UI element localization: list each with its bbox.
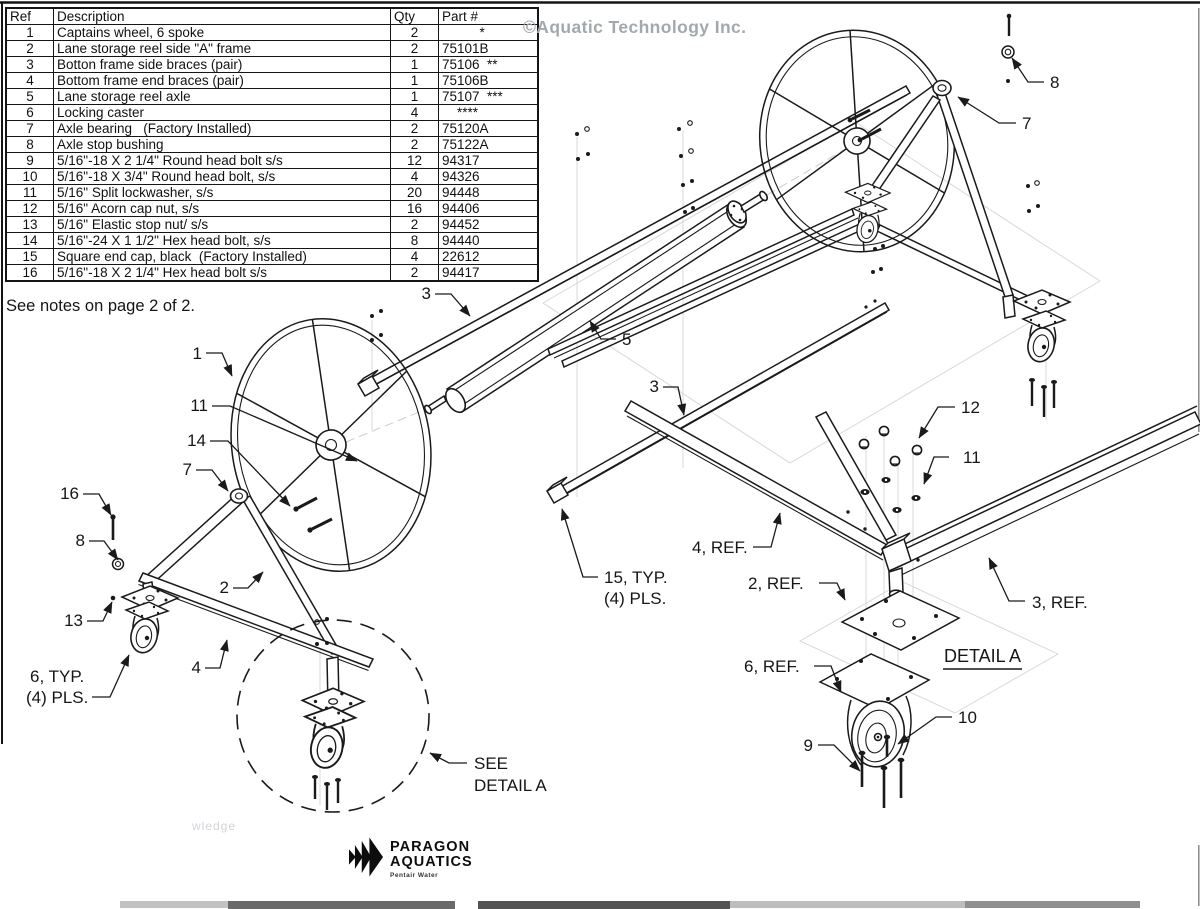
paragon-aquatics-logo: PARAGON AQUATICS Pentair Water bbox=[349, 835, 473, 879]
part-description: 5/16" Split lockwasher, s/s bbox=[53, 184, 391, 201]
part-ref: 10 bbox=[5, 168, 54, 185]
logo-tagline: Pentair Water bbox=[390, 872, 439, 879]
callout-3-lower: 3 bbox=[650, 377, 659, 396]
see-detail-line1: SEE bbox=[474, 754, 508, 773]
callout-leader-lines bbox=[83, 57, 1044, 772]
logo-name-line1: PARAGON bbox=[390, 839, 471, 855]
detail-a-view bbox=[623, 399, 1200, 808]
right-frame-bottom-bars bbox=[547, 207, 1036, 369]
callout-6-pls: (4) PLS. bbox=[26, 688, 88, 707]
scan-edge bbox=[965, 901, 1140, 908]
part-number: 75107 *** bbox=[438, 88, 539, 105]
scan-edge bbox=[228, 901, 455, 909]
side-a-frame-right bbox=[844, 79, 1071, 365]
callout-11: 11 bbox=[190, 396, 208, 415]
part-ref: 15 bbox=[5, 248, 54, 265]
part-description: 5/16" Acorn cap nut, s/s bbox=[53, 200, 391, 217]
part-number: 22612 bbox=[438, 248, 539, 265]
callout-15-typ: 15, TYP. bbox=[604, 568, 668, 587]
part-description: Bottom frame end braces (pair) bbox=[53, 72, 391, 89]
scan-artifact-text: wledge bbox=[192, 819, 237, 833]
callout-7-right: 7 bbox=[1022, 114, 1031, 133]
callout-2-ref: 2, REF. bbox=[748, 574, 804, 593]
callout-6-typ: 6, TYP. bbox=[30, 667, 84, 686]
part-description: 5/16"-18 X 3/4" Round head bolt, s/s bbox=[53, 168, 391, 185]
callout-13: 13 bbox=[64, 611, 83, 630]
callout-4: 4 bbox=[192, 658, 201, 677]
part-description: 5/16"-24 X 1 1/2" Hex head bolt, s/s bbox=[53, 232, 391, 249]
logo-name-line2: AQUATICS bbox=[390, 854, 473, 870]
callout-8-right: 8 bbox=[1050, 73, 1059, 92]
callout-7: 7 bbox=[183, 460, 192, 479]
callout-14: 14 bbox=[187, 431, 206, 450]
part-number: 75101B bbox=[438, 40, 539, 57]
part-number: 94440 bbox=[438, 232, 539, 249]
callout-12: 12 bbox=[961, 398, 980, 417]
part-qty: 4 bbox=[390, 248, 439, 265]
scan-edge bbox=[120, 901, 230, 908]
part-number: 94452 bbox=[438, 216, 539, 233]
frame-side-braces bbox=[356, 84, 912, 505]
callout-9: 9 bbox=[804, 736, 813, 755]
part-ref: 11 bbox=[5, 184, 54, 201]
part-description: 5/16"-18 X 2 1/4" Hex head bolt s/s bbox=[53, 264, 391, 282]
callout-1: 1 bbox=[193, 344, 202, 363]
fish-logo-icon bbox=[349, 837, 383, 877]
header-qty: Qty bbox=[390, 7, 439, 25]
part-number: **** bbox=[438, 104, 539, 121]
callout-8: 8 bbox=[76, 531, 85, 550]
part-description: 5/16" Elastic stop nut/ s/s bbox=[53, 216, 391, 233]
callout-labels: 1 11 14 7 16 8 13 6, TYP. (4) PLS. 2 4 3… bbox=[26, 73, 1088, 795]
callout-6-ref: 6, REF. bbox=[744, 657, 800, 676]
part-ref: 16 bbox=[5, 264, 54, 282]
part-number: 94417 bbox=[438, 264, 539, 282]
part-description: Axle bearing (Factory Installed) bbox=[53, 120, 391, 137]
header-part: Part # bbox=[438, 7, 539, 25]
copyright-watermark: ©Aquatic Technology Inc. bbox=[523, 17, 747, 37]
page-note: See notes on page 2 of 2. bbox=[6, 297, 195, 315]
part-description: 5/16"-18 X 2 1/4" Round head bolt s/s bbox=[53, 152, 391, 169]
callout-16: 16 bbox=[60, 484, 79, 503]
see-detail-line2: DETAIL A bbox=[474, 776, 547, 795]
part-description: Axle stop bushing bbox=[53, 136, 391, 153]
part-number: 75106B bbox=[438, 72, 539, 89]
callout-3-upper: 3 bbox=[422, 284, 431, 303]
scan-edge bbox=[478, 901, 730, 909]
side-a-frame-left bbox=[121, 488, 375, 772]
callout-2: 2 bbox=[220, 578, 229, 597]
fastener-hardware bbox=[110, 13, 1057, 810]
callout-15-pls: (4) PLS. bbox=[604, 589, 666, 608]
detail-a-callout-circle bbox=[236, 619, 430, 813]
part-qty: 2 bbox=[390, 264, 439, 282]
detail-a-title: DETAIL A bbox=[944, 646, 1021, 666]
scan-edge bbox=[730, 901, 965, 908]
callout-10: 10 bbox=[958, 708, 977, 727]
part-number: 75122A bbox=[438, 136, 539, 153]
part-description: Square end cap, black (Factory Installed… bbox=[53, 248, 391, 265]
callout-11-detail: 11 bbox=[963, 448, 981, 467]
part-qty: 16 bbox=[390, 200, 439, 217]
part-description: Captains wheel, 6 spoke bbox=[53, 24, 391, 41]
callout-3-ref: 3, REF. bbox=[1032, 593, 1088, 612]
callout-5: 5 bbox=[622, 330, 631, 349]
reel-axle-roller bbox=[423, 190, 769, 415]
callout-4-ref: 4, REF. bbox=[692, 538, 748, 557]
captains-wheel-left bbox=[230, 318, 432, 572]
part-number: 75106 ** bbox=[438, 56, 539, 73]
